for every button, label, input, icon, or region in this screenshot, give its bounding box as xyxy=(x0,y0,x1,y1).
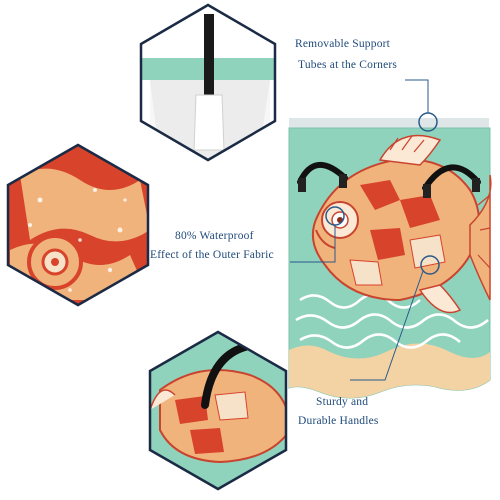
callout-waterproof-line1: 80% Waterproof xyxy=(175,230,254,242)
right-handle xyxy=(422,164,481,191)
callout-waterproof-leader xyxy=(290,206,345,263)
callout-support-tube-leader xyxy=(405,79,438,132)
detail-hexagon-waterproof-fabric xyxy=(6,143,150,307)
callout-support-tube-line2: Tubes at the Corners xyxy=(298,59,398,71)
detail-hexagon-handle xyxy=(148,330,288,491)
callout-handle-leader xyxy=(350,255,440,381)
left-handle xyxy=(297,161,348,185)
callout-support-tube-line1: Removable Support xyxy=(295,38,391,50)
laundry-basket-image xyxy=(288,118,492,399)
support-tube-icon xyxy=(204,14,214,109)
detail-hexagon-support-tube xyxy=(139,3,277,162)
callout-handles-line2: Durable Handles xyxy=(298,415,379,427)
callout-waterproof-line2: Effect of the Outer Fabric xyxy=(150,249,274,261)
callout-handles-line1: Sturdy and xyxy=(316,396,369,408)
fish-illustration xyxy=(311,134,492,314)
